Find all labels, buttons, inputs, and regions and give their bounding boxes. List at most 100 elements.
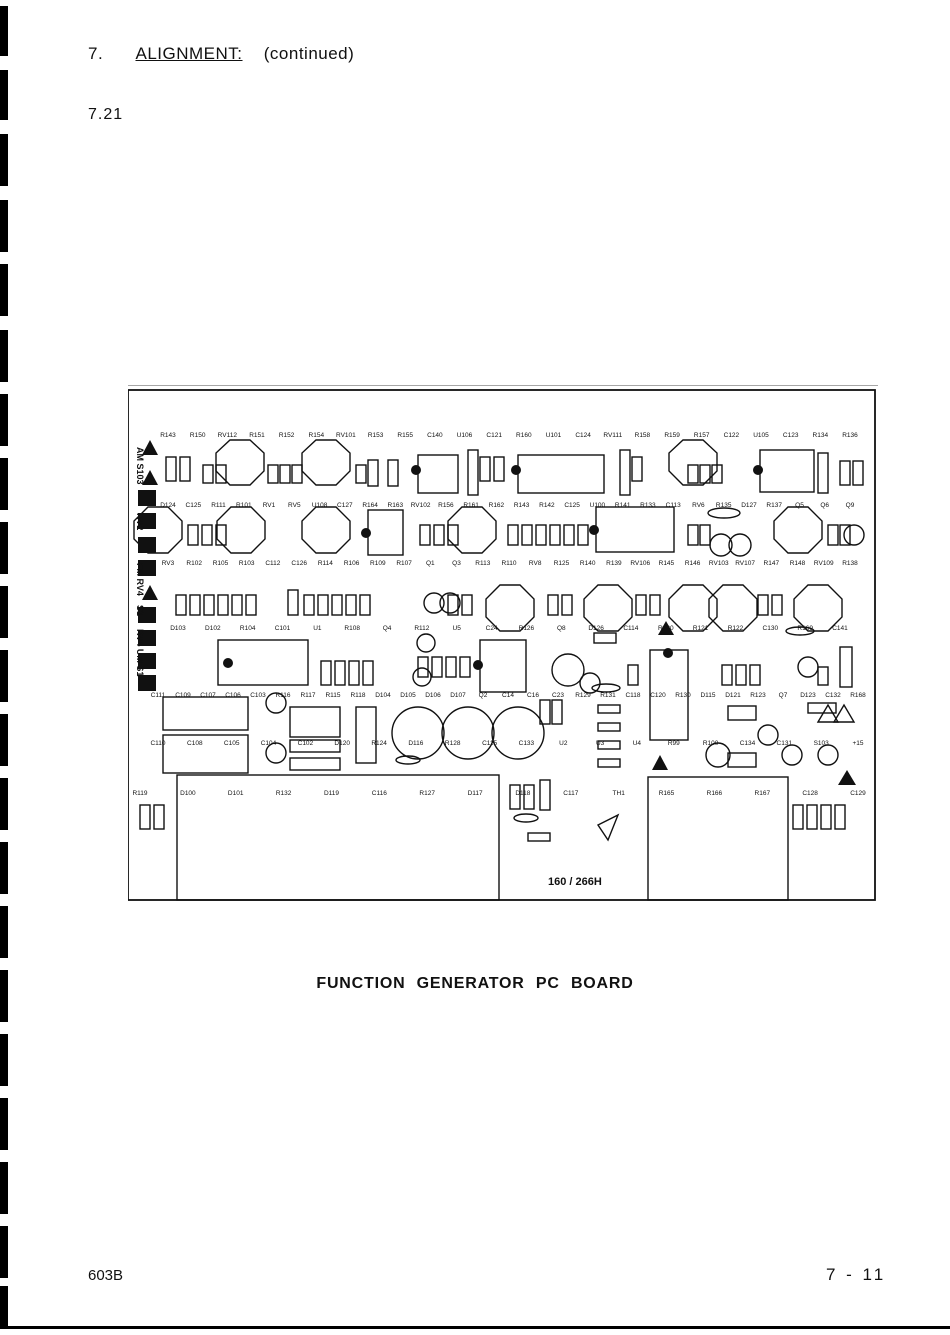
section-header: 7. ALIGNMENT: (continued) (88, 44, 354, 64)
component-label: D116 (408, 740, 423, 747)
test-point-marker (142, 440, 158, 455)
component-label: Q9 (846, 502, 855, 509)
board-outline (128, 389, 876, 901)
component-label: D127 (741, 502, 757, 509)
component-label: C114 (623, 625, 638, 632)
component-label: R133 (640, 502, 656, 509)
component-label: C120 (650, 692, 666, 699)
side-label: RV2 (135, 513, 145, 530)
ic-pin1-dot (473, 660, 483, 670)
component-label: D118 (515, 790, 530, 797)
component-label: C140 (427, 432, 443, 439)
ic-u1 (217, 639, 309, 686)
binding-bar (0, 394, 8, 446)
component-label: R123 (750, 692, 766, 699)
component-label: RV101 (336, 432, 356, 439)
component-label: R169 (797, 625, 813, 632)
component-label: C105 (224, 740, 240, 747)
component-label: R117 (300, 692, 315, 699)
continued-note: (continued) (263, 44, 355, 63)
component-label: R154 (309, 432, 325, 439)
component-label: C141 (832, 625, 848, 632)
bottom-rule (0, 1326, 950, 1329)
component-label: R160 (516, 432, 532, 439)
component-label: R164 (362, 502, 378, 509)
component-label: C129 (850, 790, 866, 797)
component-label: R166 (707, 790, 723, 797)
component-label: R158 (635, 432, 651, 439)
component-label: R114 (318, 560, 333, 567)
component-label: R155 (397, 432, 413, 439)
binding-bar (0, 714, 8, 766)
component-label: R137 (766, 502, 782, 509)
component-label: R131 (600, 692, 616, 699)
component-label: C133 (519, 740, 535, 747)
component-label: D117 (468, 790, 483, 797)
component-label: C108 (187, 740, 203, 747)
connector-pad (138, 513, 156, 529)
side-label: S1 (135, 605, 145, 616)
test-point-marker (142, 585, 158, 600)
component-label: U5 (453, 625, 462, 632)
binding-bar (0, 778, 8, 830)
model-number: 603B (88, 1267, 124, 1284)
component-label: C134 (740, 740, 756, 747)
component-label: C113 (666, 502, 681, 509)
binding-bar (0, 1162, 8, 1214)
component-label: R115 (325, 692, 340, 699)
side-label: AM S103 (135, 447, 145, 485)
component-label: U2 (559, 740, 568, 747)
component-label: R99 (668, 740, 680, 747)
component-label: R121 (693, 625, 709, 632)
component-label: RV8 (529, 560, 542, 567)
component-label: R125 (554, 560, 570, 567)
component-label: R102 (186, 560, 202, 567)
component-label: R132 (276, 790, 292, 797)
component-label: R165 (659, 790, 675, 797)
component-label: Q7 (779, 692, 788, 699)
component-label: R163 (388, 502, 404, 509)
binding-bar (0, 264, 8, 316)
component-label: R124 (371, 740, 387, 747)
component-label: C107 (200, 692, 216, 699)
ic-u5 (479, 639, 527, 693)
component-label: C128 (802, 790, 818, 797)
resistor-row-third (175, 589, 783, 616)
component-label: R134 (813, 432, 829, 439)
ic-pin1-dot (663, 648, 673, 658)
binding-bar (0, 1226, 8, 1278)
component-label: C131 (777, 740, 793, 747)
component-label: R135 (716, 502, 732, 509)
component-label: C101 (275, 625, 291, 632)
triangle-components (596, 703, 856, 842)
component-label: U108 (312, 502, 328, 509)
component-label: U101 (546, 432, 562, 439)
cap-c109 (162, 696, 249, 731)
component-label: C23 (552, 692, 564, 699)
component-label: C132 (825, 692, 841, 699)
component-label: TH1 (613, 790, 626, 797)
component-label: D126 (588, 625, 604, 632)
ic-u106 (417, 454, 459, 494)
round-components (265, 507, 865, 823)
component-label: R109 (370, 560, 386, 567)
component-label: R119 (132, 790, 147, 797)
component-label: C127 (337, 502, 353, 509)
component-label: R122 (728, 625, 744, 632)
test-point-marker (838, 770, 856, 785)
component-label: RV1 (263, 502, 276, 509)
component-label: Q8 (557, 625, 566, 632)
component-label: D124 (160, 502, 176, 509)
connector-pad (138, 607, 156, 623)
binding-bar (0, 70, 8, 120)
ic-pin1-dot (511, 465, 521, 475)
component-label: R101 (236, 502, 252, 509)
component-label: R143 (160, 432, 176, 439)
component-label: RV6 (692, 502, 705, 509)
component-label: C123 (783, 432, 799, 439)
component-label: C102 (298, 740, 314, 747)
component-label: R120 (658, 625, 674, 632)
connector-pad (138, 630, 156, 646)
component-label: C118 (625, 692, 640, 699)
